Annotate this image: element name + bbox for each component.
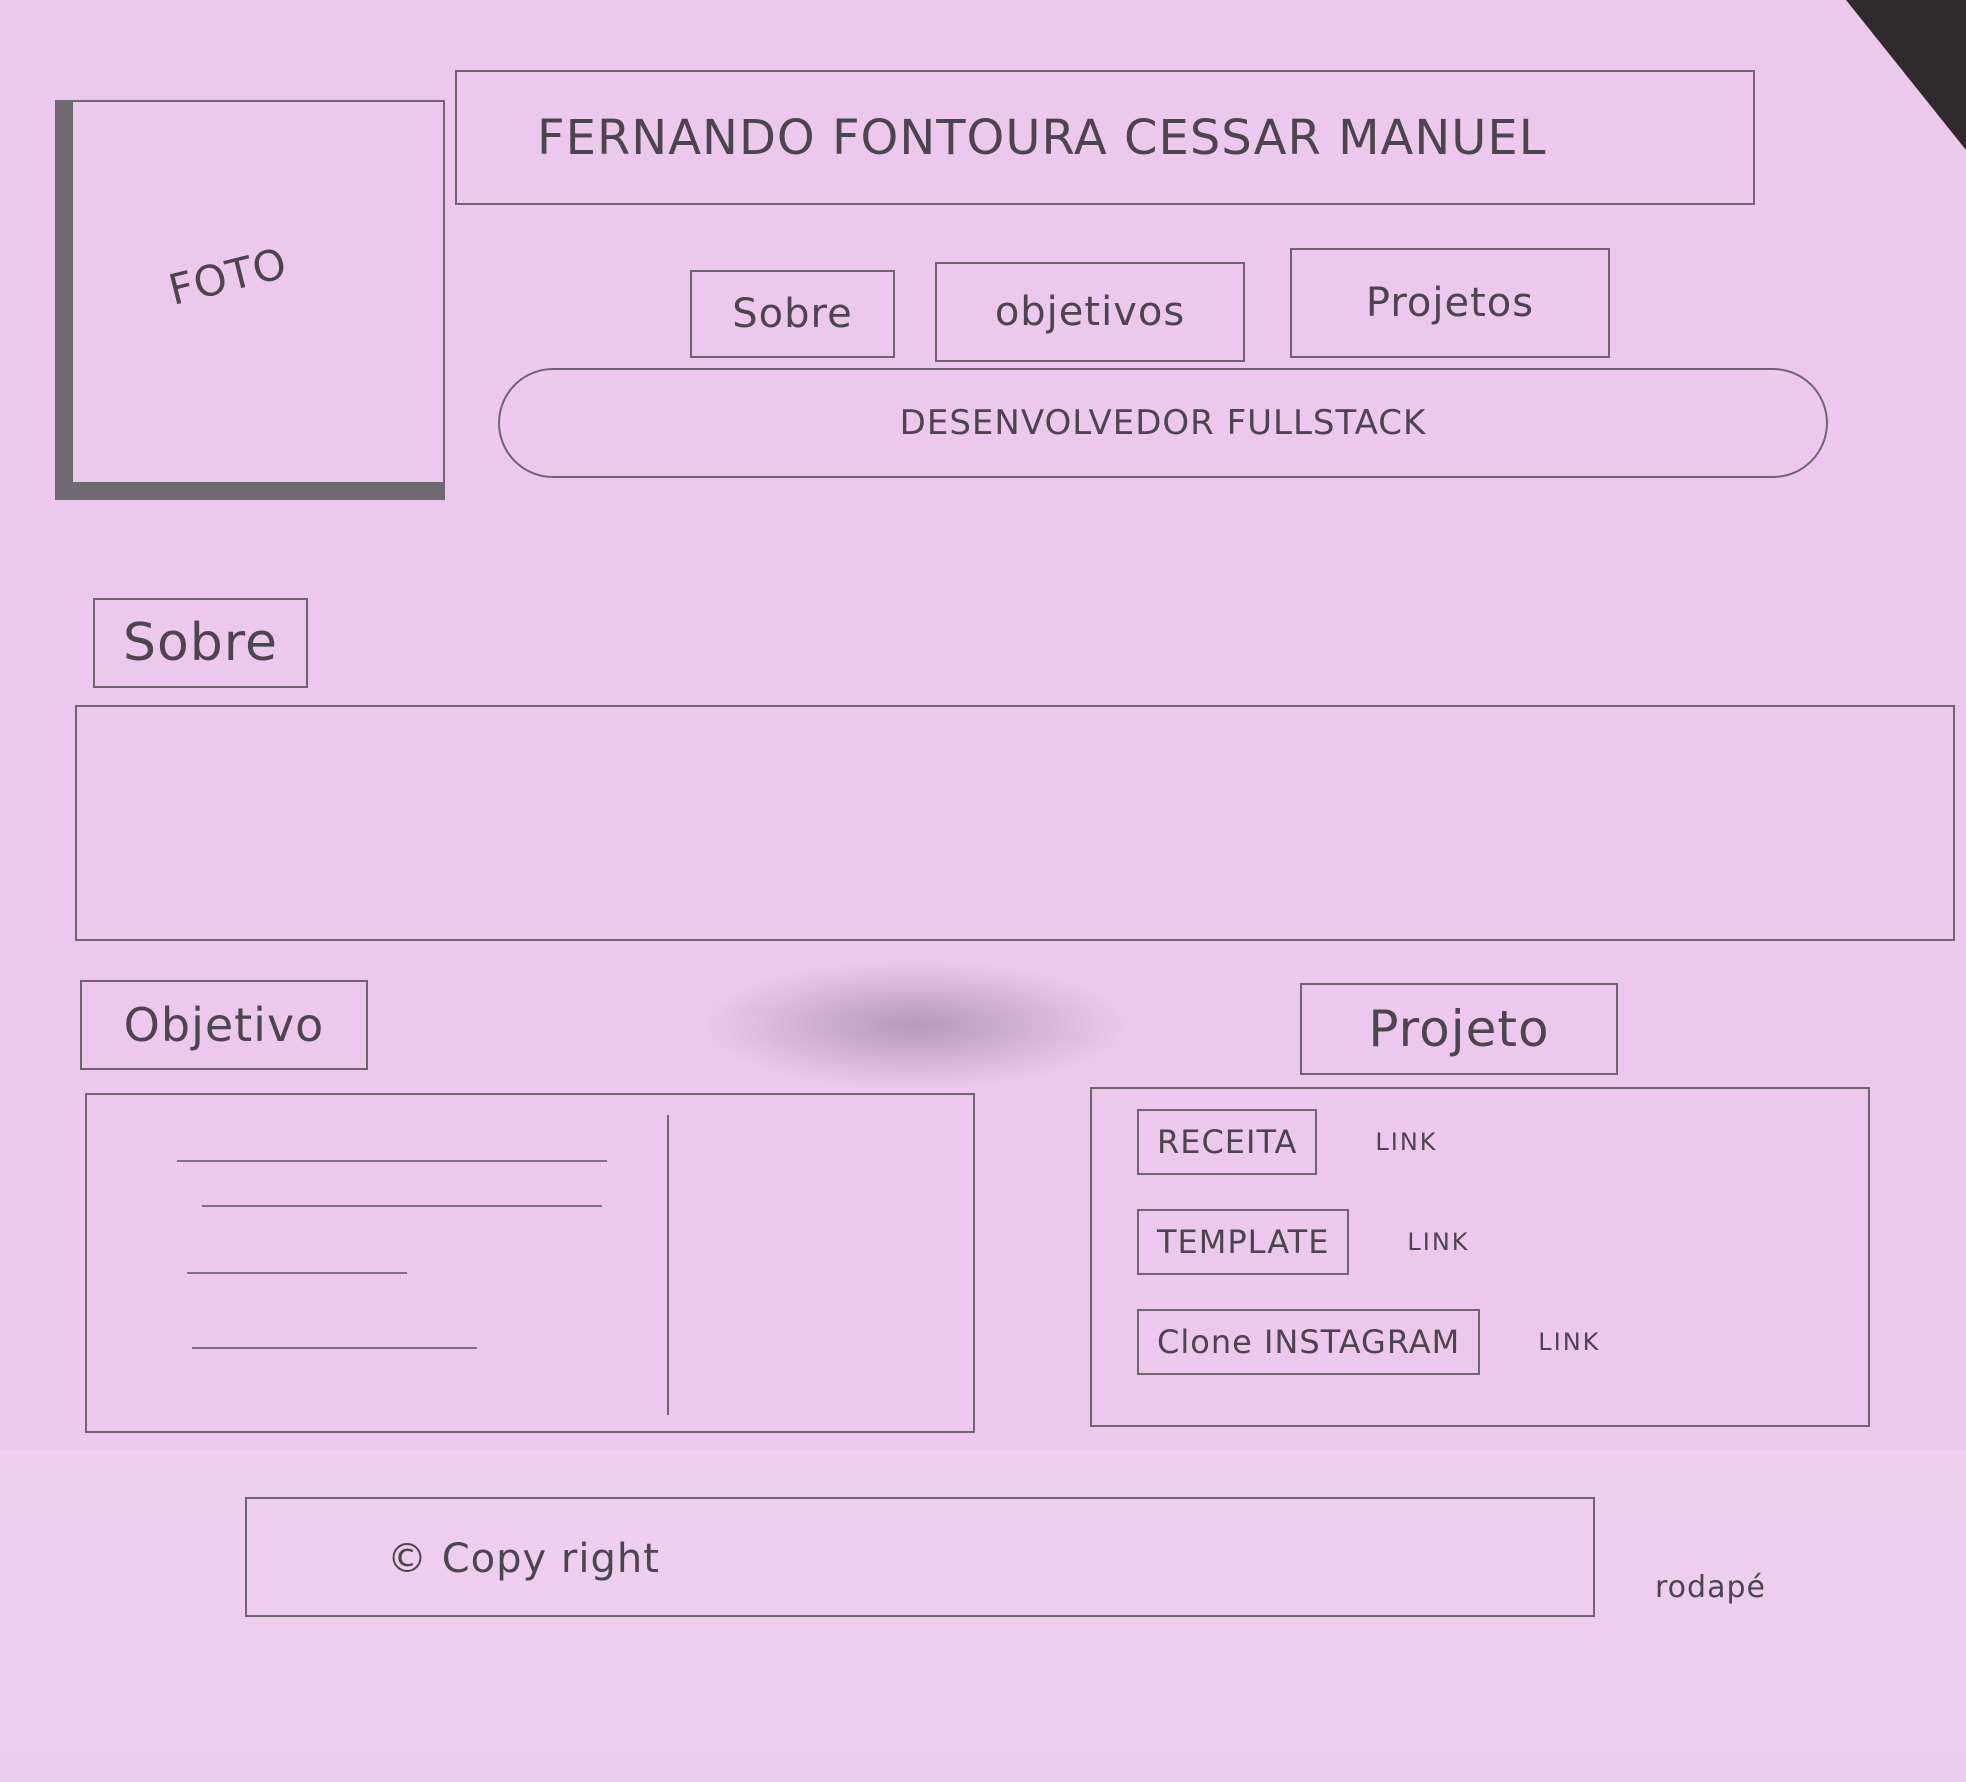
objetivo-text-line bbox=[192, 1347, 477, 1349]
projeto-section-title: Projeto bbox=[1300, 983, 1618, 1075]
paper-corner bbox=[1846, 0, 1966, 150]
page-title: FERNANDO FONTOURA CESSAR MANUEL bbox=[537, 110, 1547, 166]
footer-note: rodapé bbox=[1655, 1570, 1766, 1605]
project-clone-instagram-label: Clone INSTAGRAM bbox=[1137, 1309, 1481, 1375]
sobre-section-title: Sobre bbox=[93, 598, 308, 688]
objetivo-column-divider bbox=[667, 1115, 669, 1415]
nav-projetos-button[interactable]: Projetos bbox=[1290, 248, 1610, 358]
objetivo-section-title: Objetivo bbox=[80, 980, 368, 1070]
objetivo-text-line bbox=[187, 1272, 407, 1274]
objetivo-content-area bbox=[85, 1093, 975, 1433]
profile-photo-placeholder: FOTO bbox=[55, 100, 445, 500]
project-receita-link[interactable]: LINK bbox=[1375, 1128, 1438, 1156]
projeto-content-area: RECEITA LINK TEMPLATE LINK Clone INSTAGR… bbox=[1090, 1087, 1870, 1427]
objetivo-text-line bbox=[177, 1160, 607, 1162]
project-row-clone-instagram: Clone INSTAGRAM LINK bbox=[1137, 1309, 1600, 1375]
photo-label: FOTO bbox=[163, 238, 293, 315]
role-banner: DESENVOLVEDOR FULLSTACK bbox=[498, 368, 1828, 478]
nav-objetivos-button[interactable]: objetivos bbox=[935, 262, 1245, 362]
project-receita-label: RECEITA bbox=[1137, 1109, 1318, 1175]
nav-sobre-button[interactable]: Sobre bbox=[690, 270, 895, 358]
project-template-label: TEMPLATE bbox=[1137, 1209, 1350, 1275]
project-clone-instagram-link[interactable]: LINK bbox=[1538, 1328, 1601, 1356]
sobre-content-area bbox=[75, 705, 1955, 941]
copyright-text: © Copy right bbox=[387, 1536, 660, 1582]
objetivo-text-line bbox=[202, 1205, 602, 1207]
footer-bar: © Copy right bbox=[245, 1497, 1595, 1617]
name-banner: FERNANDO FONTOURA CESSAR MANUEL bbox=[455, 70, 1755, 205]
project-template-link[interactable]: LINK bbox=[1407, 1228, 1470, 1256]
project-row-receita: RECEITA LINK bbox=[1137, 1109, 1438, 1175]
project-row-template: TEMPLATE LINK bbox=[1137, 1209, 1470, 1275]
paper-fold-shadow bbox=[700, 960, 1130, 1090]
